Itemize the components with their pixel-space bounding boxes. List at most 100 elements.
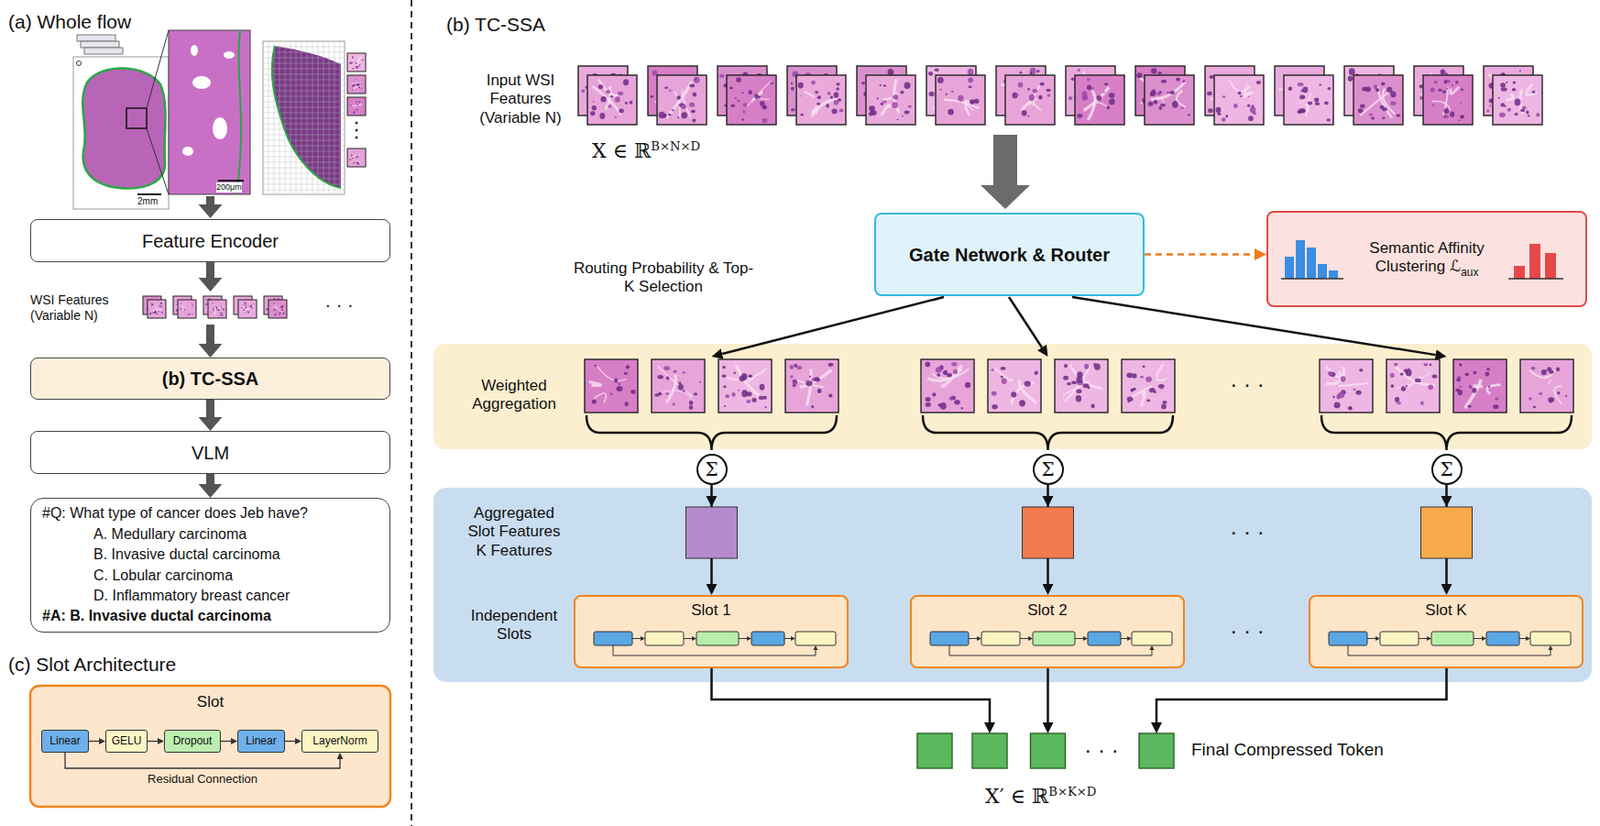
tissue-patch — [1386, 359, 1440, 413]
tile-grid — [263, 90, 344, 92]
flow-arrow — [206, 324, 215, 344]
mini-layer — [1087, 631, 1121, 646]
tile-grid — [263, 189, 344, 191]
tile-grid — [263, 85, 344, 87]
tile-grid — [263, 57, 344, 59]
flow-arrow — [220, 740, 231, 742]
ellipsis: · · · — [1084, 736, 1118, 762]
arrow-head — [1127, 635, 1132, 641]
routing-label-box: Routing Probability & Top-K Selection — [571, 259, 756, 297]
tissue-patch — [935, 75, 986, 125]
math-label: X ∈ ℝ — [591, 139, 651, 163]
layer-box: GELU — [105, 729, 148, 753]
band-text: Aggregated Slot Features K Features — [462, 504, 566, 560]
zoom-line — [146, 30, 169, 109]
tile-grid — [306, 42, 308, 194]
mini-arrow — [784, 637, 791, 639]
tissue-patch — [865, 75, 916, 125]
flow-arrow — [206, 399, 215, 417]
arrow-head — [1548, 645, 1554, 650]
mini-layer — [1032, 631, 1075, 646]
tile-grid — [284, 42, 286, 194]
scale-label: 2mm — [137, 196, 158, 207]
mini-layer — [645, 631, 684, 646]
sum-circle: Σ — [696, 453, 728, 485]
bar — [1328, 270, 1338, 279]
tile-grid — [317, 42, 319, 194]
routing-label: Routing Probability & Top-K Selection — [573, 259, 754, 296]
text-wrap: Semantic Affinity Clustering ℒaux — [1349, 239, 1504, 279]
tissue-patch — [347, 75, 366, 94]
bar — [1513, 265, 1525, 279]
node-text: D. Inflammatory breast cancer — [93, 585, 290, 606]
panel-title-box: (c) Slot Architecture — [8, 652, 176, 676]
glass-slide — [80, 41, 120, 48]
tissue-patch — [147, 299, 166, 318]
bar — [1545, 252, 1557, 279]
tile-grid — [273, 42, 275, 194]
arrow-head — [691, 635, 697, 641]
node-text: aux — [1460, 265, 1479, 279]
arrow-head — [1426, 635, 1432, 641]
tissue-patch — [785, 359, 839, 413]
mini-arrow — [683, 637, 692, 639]
tile-grid — [263, 112, 344, 114]
tile-grid — [263, 123, 344, 125]
compressed-token — [917, 733, 953, 768]
tissue-patch — [920, 359, 975, 413]
output-arrow — [712, 668, 991, 723]
tissue-patch — [1423, 75, 1473, 125]
node-text: Slot — [197, 692, 224, 712]
node-text: #Q: What type of cancer does Jeb have? — [42, 503, 308, 524]
flow-arrow — [1144, 252, 1255, 256]
node-text: Slot K — [1424, 601, 1467, 620]
mini-residual — [949, 645, 1152, 656]
bar — [1317, 263, 1327, 279]
mini-layer — [751, 631, 785, 646]
arrow-head — [813, 645, 819, 650]
slot-architecture-box: SlotLinearGELUDropoutLinearLayerNorm — [30, 685, 391, 807]
output-arrow — [1046, 668, 1050, 723]
ellipsis-dot — [355, 136, 359, 140]
tile-grid — [328, 42, 330, 194]
node-text: WSI Features (Variable N) — [30, 292, 141, 324]
node-text: A. Medullary carcinoma — [93, 524, 247, 545]
mini-residual — [613, 645, 816, 656]
tissue-patch — [1054, 359, 1108, 413]
lumen — [223, 51, 235, 59]
node-text: Slot 1 — [690, 601, 731, 620]
node-text: Linear — [245, 734, 276, 747]
output-label: Final Compressed Token — [1191, 739, 1384, 759]
tile-grid — [263, 118, 344, 120]
node-text: Linear — [49, 734, 80, 747]
qa-box: #Q: What type of cancer does Jeb have?A.… — [30, 497, 391, 633]
flow-arrow — [206, 262, 215, 278]
mini-layer — [1131, 631, 1173, 646]
scale-label: 200μm — [216, 182, 242, 192]
arrow-head — [1150, 645, 1155, 650]
glass-slide — [84, 47, 123, 55]
tissue-border — [236, 30, 242, 195]
bar — [1295, 240, 1305, 279]
slot-band: Aggregated Slot Features K FeaturesIndep… — [433, 487, 1592, 682]
slot-box: Slot 1 — [573, 594, 849, 669]
tile-grid — [263, 52, 344, 54]
node-text: B. Invasive ductal carcinoma — [93, 544, 281, 565]
tile-grid — [263, 74, 344, 76]
layer-box: Linear — [237, 729, 285, 753]
mini-layer — [1431, 631, 1474, 646]
axis — [1281, 277, 1344, 280]
mini-arrow — [1019, 637, 1029, 639]
tile-grid — [263, 46, 344, 48]
tissue-patch — [584, 359, 638, 413]
aggregation-band: Weighted Aggregation — [433, 343, 1592, 450]
module-box: (b) TC-SSA — [30, 357, 391, 400]
sum-circle: Σ — [1032, 453, 1064, 485]
mini-arrow — [1519, 637, 1526, 639]
text-slot: Aggregated Slot Features K Features — [462, 504, 566, 560]
bar — [1529, 243, 1541, 279]
mini-layer — [593, 631, 633, 646]
tissue-patch — [987, 359, 1042, 413]
band-text: Independent Slots — [462, 606, 566, 645]
